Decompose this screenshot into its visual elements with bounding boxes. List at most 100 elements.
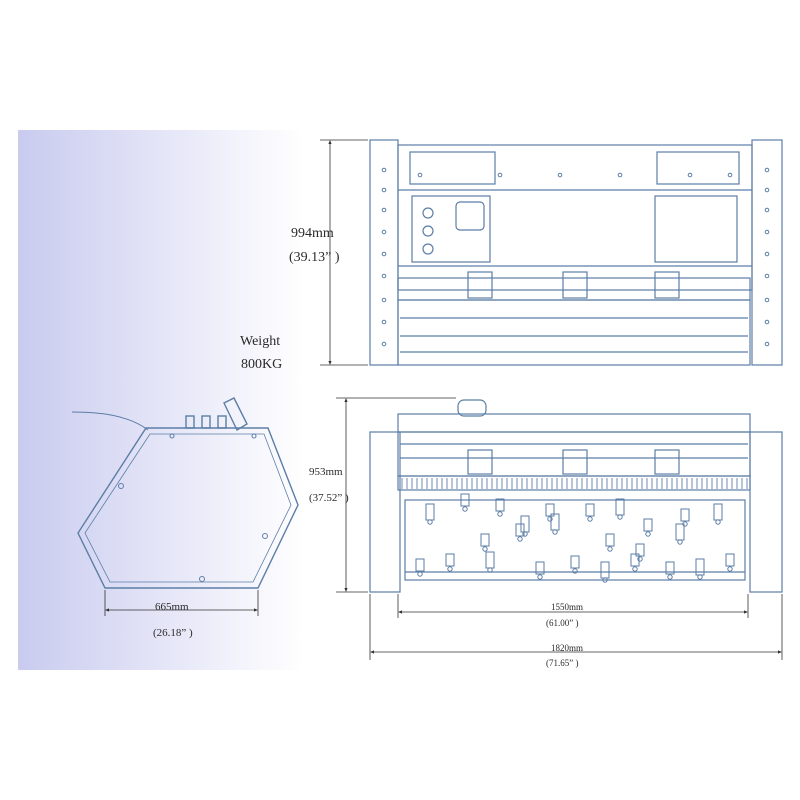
bolt-hole xyxy=(764,251,770,257)
fitting xyxy=(605,533,615,547)
bolt-hole xyxy=(381,251,387,257)
fitting-bolt xyxy=(617,514,623,520)
side-width-in-label: (26.18” ) xyxy=(153,627,193,639)
fitting-bolt xyxy=(517,536,523,542)
bolt-hole xyxy=(764,187,770,193)
side-width-mm-label: 665mm xyxy=(155,601,189,613)
side-cable xyxy=(71,411,149,431)
background-gradient xyxy=(18,130,304,670)
front-clamp-2 xyxy=(562,271,588,299)
fitting-bolt xyxy=(487,567,493,573)
fitting xyxy=(585,503,595,517)
fitting-bolt xyxy=(645,531,651,537)
fitting xyxy=(600,561,610,579)
bolt-hole xyxy=(497,172,503,178)
fitting-bolt xyxy=(607,546,613,552)
front-rail xyxy=(397,277,751,301)
inner-width-mm-label: 1550mm xyxy=(551,602,584,612)
bolt-hole xyxy=(381,319,387,325)
bottom-handle xyxy=(457,399,487,417)
bottom-comb xyxy=(397,475,751,491)
fitting-bolt xyxy=(427,519,433,525)
fitting-bolt xyxy=(637,556,643,562)
bolt-hole xyxy=(687,172,693,178)
fitting-bolt xyxy=(715,519,721,525)
fitting xyxy=(630,553,640,567)
fitting xyxy=(680,508,690,522)
bottom-left-column xyxy=(369,431,401,593)
fitting-bolt xyxy=(537,574,543,580)
fitting xyxy=(515,523,525,537)
front-height-mm-label: 994mm xyxy=(291,226,334,241)
bolt-hole xyxy=(381,297,387,303)
outer-width-mm-label: 1820mm xyxy=(551,643,584,653)
fitting xyxy=(570,555,580,569)
bolt-hole xyxy=(381,167,387,173)
inner-width-in-label: (61.00” ) xyxy=(546,618,579,628)
bolt-hole xyxy=(381,187,387,193)
side-lever xyxy=(223,397,248,431)
bolt-hole xyxy=(764,207,770,213)
fitting xyxy=(445,553,455,567)
outer-width-dimension xyxy=(369,594,783,660)
fitting xyxy=(495,498,505,512)
bottom-clamp-2 xyxy=(562,449,588,475)
fitting xyxy=(415,558,425,572)
fitting-bolt xyxy=(497,511,503,517)
bolt-hole xyxy=(417,172,423,178)
control-knob-1 xyxy=(422,207,434,219)
bottom-frame xyxy=(404,499,746,581)
side-knob-1 xyxy=(185,415,195,429)
side-width-dimension xyxy=(104,590,259,616)
fitting xyxy=(535,561,545,575)
bolt-hole xyxy=(764,167,770,173)
front-height-dimension xyxy=(320,139,368,366)
side-hexagon-inner xyxy=(84,433,292,583)
fitting-bolt xyxy=(587,516,593,522)
front-height-in-label: (39.13” ) xyxy=(289,250,340,265)
fitting-bolt xyxy=(632,566,638,572)
front-view xyxy=(369,139,783,366)
control-panel xyxy=(411,195,491,263)
fitting xyxy=(675,523,685,541)
weight-value: 800KG xyxy=(241,357,283,372)
front-bolt-holes xyxy=(381,167,770,347)
bottom-right-column xyxy=(749,431,783,593)
fitting-bolt xyxy=(462,506,468,512)
front-lower-guard xyxy=(397,299,751,366)
front-side-panel-right xyxy=(654,195,738,263)
fitting xyxy=(713,503,723,521)
fitting xyxy=(725,553,735,567)
bottom-comb-teeth xyxy=(401,478,748,489)
bolt-hole xyxy=(764,319,770,325)
front-top-panel-left xyxy=(409,151,496,185)
fitting-bolt xyxy=(522,531,528,537)
front-top-panel-right xyxy=(656,151,740,185)
bottom-height-in-label: (37.52” ) xyxy=(309,492,349,504)
fitting-bolt xyxy=(602,577,608,583)
outer-width-in-label: (71.65” ) xyxy=(546,658,579,668)
fitting xyxy=(545,503,555,517)
bolt-hole xyxy=(764,341,770,347)
bolt-hole xyxy=(764,273,770,279)
side-knob-2 xyxy=(201,415,211,429)
bolt-hole xyxy=(381,207,387,213)
bolt-hole xyxy=(764,229,770,235)
control-knob-3 xyxy=(422,243,434,255)
fitting xyxy=(460,493,470,507)
fitting xyxy=(635,543,645,557)
fitting xyxy=(425,503,435,521)
bolt-hole xyxy=(381,273,387,279)
fitting-bolt xyxy=(667,574,673,580)
front-clamp-3 xyxy=(654,271,680,299)
fitting xyxy=(665,561,675,575)
fitting-bolt xyxy=(447,566,453,572)
fitting-bolt xyxy=(677,539,683,545)
control-display xyxy=(455,201,485,231)
fitting-bolt xyxy=(697,574,703,580)
bolt-hole xyxy=(381,229,387,235)
inner-width-dimension xyxy=(397,594,749,618)
fitting xyxy=(643,518,653,532)
